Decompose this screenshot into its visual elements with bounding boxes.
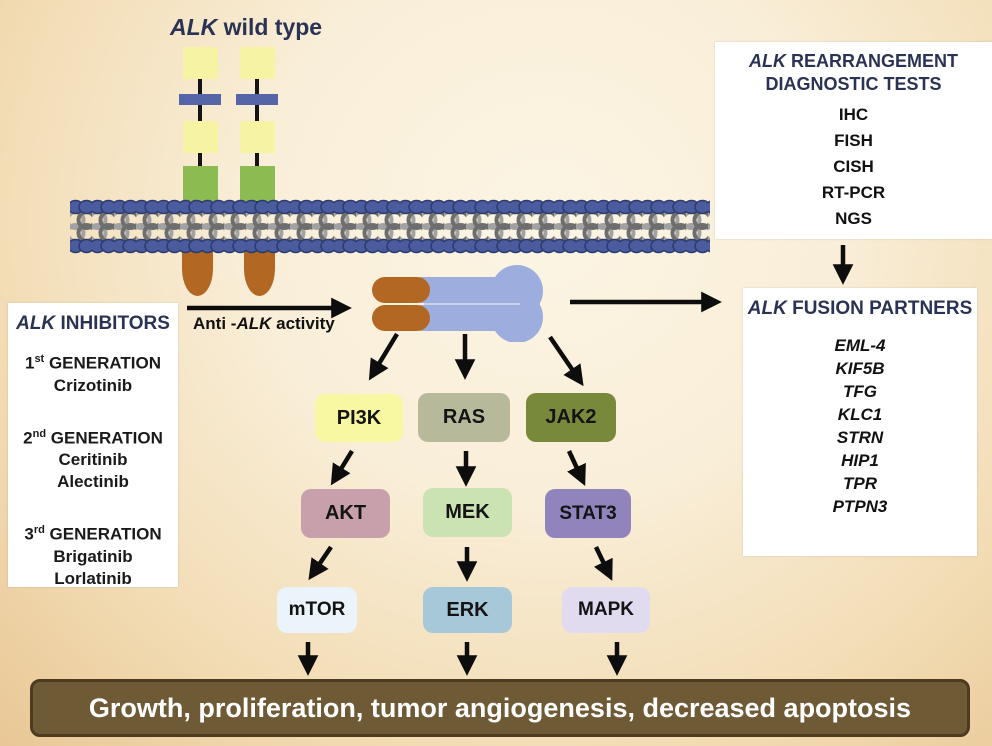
arrow-akt-to-mtor	[308, 545, 333, 581]
drug-lorlatinib: Lorlatinib	[54, 568, 132, 588]
partner-tfg: TFG	[843, 382, 877, 401]
diagnostic-tests-list: IHC FISH CISH RT-PCR NGS	[715, 102, 992, 232]
arrow-jak2-to-stat3	[566, 450, 586, 486]
partner-eml4: EML-4	[834, 336, 886, 355]
test-fish: FISH	[834, 131, 873, 150]
receptor-domain-icon	[240, 47, 275, 79]
arrow-pi3k-to-akt	[330, 449, 354, 486]
node-pi3k: PI3K	[315, 394, 403, 442]
generation-group-3: 3rd GENERATION Brigatinib Lorlatinib	[8, 519, 178, 590]
fusion-partners-box: ALK FUSION PARTNERS EML-4 KIF5B TFG KLC1…	[743, 288, 977, 556]
wild-type-title-rest: wild type	[217, 14, 323, 40]
receptor-membrane-domain-icon	[183, 166, 218, 201]
anti-alk-activity-label: Anti -ALK activity	[193, 314, 335, 333]
partner-ptpn3: PTPN3	[832, 497, 888, 516]
test-cish: CISH	[833, 157, 874, 176]
kinase-domain-icon	[182, 248, 213, 296]
fusion-partners-title: ALK FUSION PARTNERS	[747, 298, 973, 319]
alk-fusion-protein-icon	[372, 265, 543, 342]
alk-inhibitors-title-rest: INHIBITORS	[55, 313, 170, 334]
node-akt: AKT	[301, 489, 390, 538]
drug-alectinib: Alectinib	[57, 472, 129, 492]
wild-type-title-alk: ALK	[170, 14, 218, 40]
generation-group-2: 2nd GENERATION Ceritinib Alectinib	[8, 423, 178, 494]
receptor-domain-icon	[183, 47, 218, 79]
alk-inhibitors-box: ALK INHIBITORS 1st GENERATION Crizotinib…	[8, 303, 178, 590]
node-erk: ERK	[423, 587, 512, 633]
node-mapk: MAPK	[562, 587, 650, 633]
partner-strn: STRN	[836, 428, 884, 447]
receptor-bar-icon	[179, 94, 221, 105]
fusion-partners-list: EML-4 KIF5B TFG KLC1 STRN HIP1 TPR PTPN3	[743, 334, 977, 518]
generation-2-heading: 2nd GENERATION	[23, 427, 163, 448]
node-jak2: JAK2	[526, 393, 616, 442]
alk-inhibitors-title-alk: ALK	[16, 313, 56, 334]
test-ihc: IHC	[838, 105, 869, 124]
diagnostic-tests-box: ALK REARRANGEMENT DIAGNOSTIC TESTS IHC F…	[715, 42, 992, 239]
generation-group-1: 1st GENERATION Crizotinib	[8, 348, 178, 397]
receptor-domain-icon	[240, 121, 275, 153]
node-mek: MEK	[423, 488, 512, 537]
alk-inhibitors-title: ALK INHIBITORS	[8, 313, 178, 335]
generation-1-heading: 1st GENERATION	[24, 353, 162, 373]
drug-brigatinib: Brigatinib	[53, 546, 133, 566]
receptor-domain-icon	[183, 121, 218, 153]
wild-type-title: ALK wild type	[170, 14, 322, 41]
cell-membrane-icon	[70, 199, 710, 254]
test-rtpcr: RT-PCR	[821, 183, 886, 202]
receptor-bar-icon	[236, 94, 278, 105]
test-ngs: NGS	[835, 209, 872, 228]
diagnostic-tests-title: ALK REARRANGEMENT DIAGNOSTIC TESTS	[748, 51, 958, 94]
partner-hip1: HIP1	[841, 451, 879, 470]
partner-tpr: TPR	[843, 474, 877, 493]
node-stat3: STAT3	[545, 489, 631, 538]
receptor-membrane-domain-icon	[240, 166, 275, 201]
outcome-banner: Growth, proliferation, tumor angiogenesi…	[30, 679, 970, 737]
arrow-stat3-to-mapk	[593, 546, 613, 581]
node-ras: RAS	[418, 393, 510, 442]
partner-klc1: KLC1	[837, 405, 883, 424]
kinase-domain-icon	[244, 248, 275, 296]
drug-crizotinib: Crizotinib	[53, 375, 133, 395]
drug-ceritinib: Ceritinib	[58, 450, 128, 470]
partner-kif5b: KIF5B	[835, 359, 885, 378]
generation-3-heading: 3rd GENERATION	[24, 524, 162, 544]
arrow-fusion-to-jak2	[548, 335, 584, 387]
node-mtor: mTOR	[277, 587, 357, 633]
